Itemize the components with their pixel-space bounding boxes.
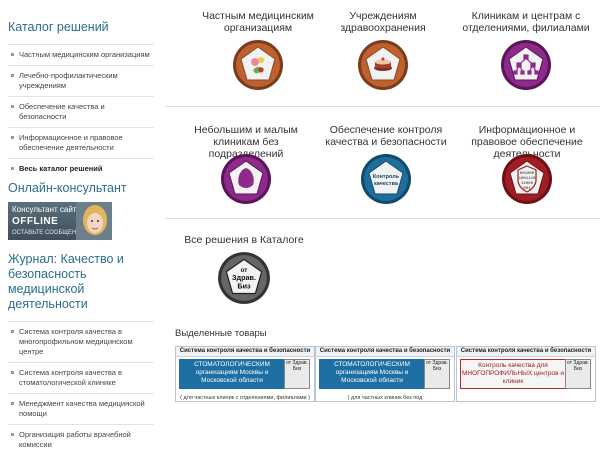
catalog-title: Каталог решений [8, 20, 109, 34]
left-sidebar: Каталог решений Частным медицинским орга… [0, 0, 160, 449]
network-icon [501, 40, 551, 90]
catalog-item-info-legal[interactable]: Информационное и правовое обеспечение де… [8, 127, 154, 158]
binary-shield-icon: 001000 1001110 11000 001 [502, 154, 552, 204]
product-header: Система контроля качества и безопасности [176, 347, 314, 357]
category-label: Обеспечение контроля качества и безопасн… [325, 124, 447, 148]
cake-icon [358, 40, 408, 90]
svg-text:от: от [241, 267, 248, 274]
product-seal: от Здрав. Биз [565, 359, 591, 389]
catalog-item-all[interactable]: Весь каталог решений [8, 158, 154, 179]
zdrav-biz-icon: от Здрав. Биз [218, 252, 270, 304]
journal-item-dental[interactable]: Система контроля качества в стоматологич… [8, 362, 154, 393]
svg-text:Здрав.: Здрав. [232, 273, 256, 282]
product-footer: ( для частных клиник с отделениями, фили… [180, 395, 310, 401]
category-all-solutions[interactable]: Все решения в Каталоге от Здрав. Биз [174, 234, 314, 306]
product-seal: от Здрав. Биз [284, 359, 310, 389]
product-header: Система контроля качества и безопасности [316, 347, 454, 357]
catalog-item-lpu[interactable]: Лечебно-профилактическим учреждениям [8, 65, 154, 96]
catalog-block: Каталог решений Частным медицинским орга… [8, 20, 154, 179]
category-label: Все решения в Каталоге [184, 234, 304, 246]
consultant-avatar [76, 202, 112, 240]
svg-text:Биз: Биз [237, 281, 251, 290]
category-label: Небольшим и малым клиникам без подраздел… [194, 124, 298, 160]
row-divider [165, 106, 600, 107]
svg-text:11000: 11000 [521, 182, 534, 186]
category-small-clinics[interactable]: Небольшим и малым клиникам без подраздел… [176, 124, 316, 206]
svg-text:001: 001 [523, 187, 531, 191]
svg-text:качества: качества [374, 181, 399, 187]
journal-item-commission[interactable]: Организация работы врачебной комиссии [8, 424, 154, 455]
journal-title[interactable]: Журнал: Качество и безопасность медицинс… [8, 252, 124, 311]
category-private-clinics[interactable]: Частным медицинским организациям [188, 10, 328, 92]
category-label: Информационное и правовое обеспечение де… [471, 124, 583, 160]
svg-text:1001110: 1001110 [519, 177, 536, 181]
consultant-banner[interactable]: Консультант сайта OFFLINE ОСТАВЬТЕ СООБЩ… [8, 202, 112, 240]
product-header: Система контроля качества и безопасности [457, 347, 595, 357]
quality-control-icon: Контроль качества [361, 154, 411, 204]
journal-item-management[interactable]: Менеджмент качества медицинской помощи [8, 393, 154, 424]
svg-text:001000: 001000 [520, 172, 535, 176]
category-label: Учреждениям здравоохранения [340, 10, 426, 34]
consultant-banner-label: Консультант сайта [12, 205, 81, 214]
consultant-title: Онлайн-консультант [8, 181, 127, 195]
consultant-status: OFFLINE [12, 216, 59, 227]
egg-icon [221, 154, 271, 204]
svg-text:Контроль: Контроль [373, 174, 400, 180]
category-info-legal[interactable]: Информационное и правовое обеспечение де… [457, 124, 597, 206]
row-divider [165, 218, 600, 219]
featured-product-2[interactable]: Система контроля качества и безопасности… [315, 346, 455, 402]
consultant-block: Онлайн-консультант [8, 181, 154, 196]
product-seal: от Здрав. Биз [424, 359, 450, 389]
catalog-menu: Частным медицинским организациям Лечебно… [8, 44, 154, 179]
product-body: СТОМАТОЛОГИЧЕСКИМ организациям Москвы и … [179, 359, 285, 389]
category-quality-control[interactable]: Обеспечение контроля качества и безопасн… [316, 124, 456, 206]
journal-block: Журнал: Качество и безопасность медицинс… [8, 252, 154, 455]
consultant-leave-message: ОСТАВЬТЕ СООБЩЕНИЕ [12, 230, 85, 236]
journal-item-multiprofile[interactable]: Система контроля качества в многопрофиль… [8, 321, 154, 362]
featured-product-3[interactable]: Система контроля качества и безопасности… [456, 346, 596, 402]
category-label: Клиникам и центрам с отделениями, филиал… [462, 10, 590, 34]
category-healthcare-institutions[interactable]: Учреждениям здравоохранения [313, 10, 453, 92]
category-clinics-with-branches[interactable]: Клиникам и центрам с отделениями, филиал… [456, 10, 596, 92]
product-footer: ( для частных клиник без под [347, 395, 423, 401]
product-body: СТОМАТОЛОГИЧЕСКИМ организациям Москвы и … [319, 359, 425, 389]
category-label: Частным медицинским организациям [202, 10, 314, 34]
catalog-item-quality[interactable]: Обеспечение качества и безопасности [8, 96, 154, 127]
product-body: Контроль качества для МНОГОПРОФИЛЬНЫХ це… [460, 359, 566, 389]
featured-title: Выделенные товары [175, 328, 267, 339]
flower-icon [233, 40, 283, 90]
journal-menu: Система контроля качества в многопрофиль… [8, 321, 154, 455]
catalog-item-private[interactable]: Частным медицинским организациям [8, 44, 154, 65]
featured-product-1[interactable]: Система контроля качества и безопасности… [175, 346, 315, 402]
